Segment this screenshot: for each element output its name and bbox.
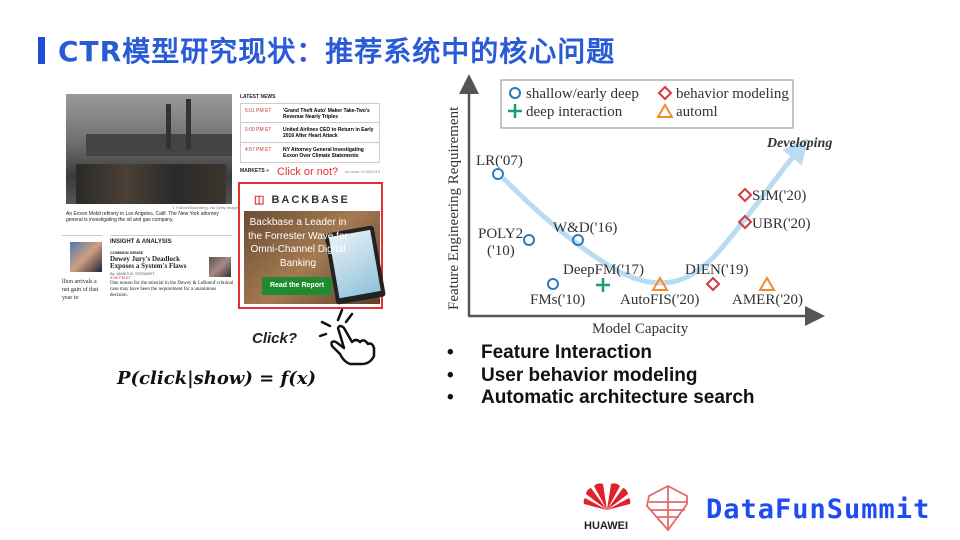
- model-label: DeepFM('17): [563, 262, 644, 278]
- huawei-logo-icon: [583, 483, 631, 510]
- click-or-not-label: Click or not?: [277, 166, 339, 178]
- model-label: AMER('20): [732, 292, 803, 308]
- x-axis-label: Model Capacity: [592, 321, 689, 337]
- model-point-autofis: [651, 276, 669, 291]
- side-text: llion arrivals a net gain of that year t…: [62, 279, 99, 301]
- bullet-item: •Feature Interaction: [447, 342, 653, 363]
- news-headline: NY Attorney General Investigating Exxon …: [283, 147, 364, 159]
- legend-triangle-icon: [656, 103, 674, 118]
- bullet-text: Automatic architecture search: [481, 387, 755, 408]
- model-point-ubr: [737, 214, 753, 230]
- legend-diamond-icon: [657, 85, 673, 101]
- legend-label: behavior modeling: [676, 86, 789, 102]
- author-photo: [70, 242, 102, 272]
- legend-label: shallow/early deep: [526, 86, 639, 102]
- ad-brand-name: BACKBASE: [271, 194, 350, 206]
- backbase-logo-icon: ◫: [254, 194, 267, 206]
- model-label: DIEN('19): [685, 262, 749, 278]
- ad-text: Backbase a Leader in the Forrester Wave …: [248, 217, 348, 269]
- y-axis-label: Feature Engineering Requirement: [446, 106, 462, 310]
- model-label: UBR('20): [752, 216, 811, 232]
- ctr-formula: P(click|show) = f(x): [117, 368, 317, 389]
- model-point-sim: [737, 187, 753, 203]
- model-label: AutoFIS('20): [620, 292, 699, 308]
- bullet-text: User behavior modeling: [481, 364, 698, 386]
- model-label: ('10): [487, 243, 515, 259]
- datafun-emblem-icon: [646, 484, 688, 532]
- news-item[interactable]: 5:00 PM ET United Airlines CEO to Return …: [240, 123, 380, 143]
- photo-caption: An Exxon Mobil refinery in Los Angeles, …: [66, 211, 219, 223]
- story-text: One reason for the mistrial in the Dewey…: [110, 281, 234, 298]
- ad-image: Backbase a Leader in the Forrester Wave …: [244, 211, 386, 305]
- model-label: SIM('20): [752, 188, 806, 204]
- news-time: 5:01 PM ET: [245, 108, 272, 114]
- model-point-poly2: [523, 234, 535, 246]
- byline: By JAMES B. STEWART: [110, 271, 155, 276]
- hand-pointer-icon: [318, 308, 376, 366]
- model-point-wd: [572, 234, 584, 246]
- news-screenshot: T. Fallon/Bloomberg, via Getty Images An…: [62, 90, 387, 310]
- legend-label: automl: [676, 104, 718, 120]
- model-point-deepfm: [596, 278, 610, 292]
- latest-news-label: LATEST NEWS: [240, 94, 276, 100]
- news-item[interactable]: 4:57 PM ET NY Attorney General Investigat…: [240, 143, 380, 163]
- huawei-text: HUAWEI: [584, 520, 628, 532]
- legend-plus-icon: [508, 104, 522, 118]
- legend-circle-icon: [509, 87, 521, 99]
- bullet-item: •User behavior modeling: [447, 364, 698, 386]
- market-close: At close 11/05/2015: [345, 169, 381, 174]
- ad-banner[interactable]: ◫ BACKBASE Backbase a Leader in the Forr…: [238, 182, 386, 309]
- trend-curve: [501, 138, 808, 286]
- legend-label: deep interaction: [526, 104, 623, 120]
- news-headline: United Airlines CEO to Return in Early 2…: [283, 127, 374, 139]
- photo-credit: T. Fallon/Bloomberg, via Getty Images: [172, 205, 240, 210]
- bullet-item: •Automatic architecture search: [447, 387, 755, 408]
- model-label: W&D('16): [553, 220, 617, 236]
- thumbnail-photo: [209, 257, 231, 277]
- model-label: FMs('10): [530, 292, 585, 308]
- story-time: 3:08 PM ET: [110, 275, 132, 280]
- title-accent-bar: [38, 37, 45, 64]
- datafun-summit-logo: DataFunSummit: [706, 494, 931, 525]
- click-question-label: Click?: [252, 330, 298, 347]
- insight-heading: INSIGHT & ANALYSIS: [110, 239, 172, 245]
- legend-box: [500, 79, 794, 129]
- refinery-photo: [66, 94, 232, 204]
- model-point-dien: [705, 276, 721, 292]
- model-label: LR('07): [476, 153, 523, 169]
- ad-brand: ◫ BACKBASE: [254, 193, 350, 206]
- story-title[interactable]: Dewey Jury's Deadlock Exposes a System's…: [110, 255, 187, 270]
- read-report-button[interactable]: Read the Report: [262, 277, 332, 295]
- news-time: 5:00 PM ET: [245, 127, 272, 133]
- markets-link[interactable]: MARKETS »: [240, 168, 269, 174]
- news-time: 4:57 PM ET: [245, 147, 272, 153]
- model-point-lr: [492, 168, 504, 180]
- news-item[interactable]: 5:01 PM ET 'Grand Theft Auto' Maker Take-…: [240, 103, 380, 123]
- model-point-amer: [758, 276, 776, 291]
- slide-title: CTR模型研究现状：推荐系统中的核心问题: [58, 35, 616, 68]
- column-name: COMMON SENSE: [110, 250, 144, 255]
- news-headline: 'Grand Theft Auto' Maker Take-Two's Reve…: [283, 108, 370, 120]
- bullet-list: •Feature Interaction •User behavior mode…: [445, 342, 755, 410]
- model-label: POLY2: [478, 226, 523, 242]
- developing-label: Developing: [766, 136, 832, 151]
- bullet-text: Feature Interaction: [481, 342, 653, 363]
- model-point-fms: [547, 278, 559, 290]
